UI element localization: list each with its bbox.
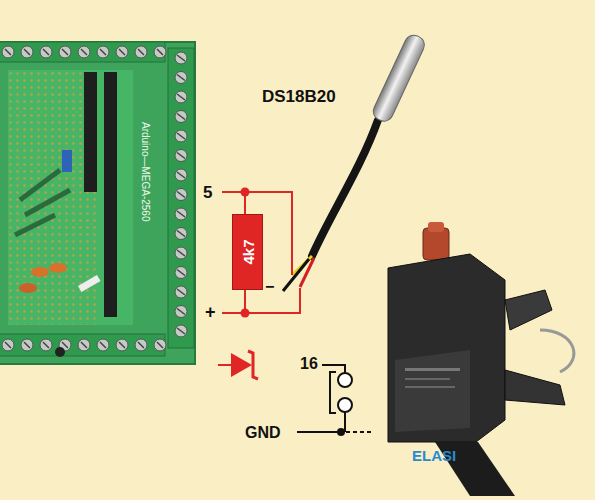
supply-label: + — [205, 303, 216, 321]
resistor-value: 4k7 — [239, 239, 256, 264]
part-name: DS18B20 — [262, 88, 336, 105]
pin-number: 16 — [300, 356, 318, 372]
elasi-device — [388, 222, 574, 496]
ground-label: − — [265, 279, 274, 295]
proto-shield — [0, 42, 195, 364]
pin-number: 5 — [203, 184, 212, 201]
resistor-symbol: 4k7 — [232, 214, 263, 290]
junction-dot — [241, 188, 250, 197]
ground-label: GND — [245, 425, 281, 441]
switch-contacts — [297, 365, 372, 432]
junction-dot — [241, 309, 250, 318]
junction-dot — [337, 428, 345, 436]
zener-diode-symbol — [218, 351, 258, 379]
device-name: ELASI — [412, 448, 456, 463]
temperature-probe — [283, 32, 427, 291]
sensor-circuit — [222, 192, 300, 313]
board-name: Arduino—MEGA-2560 — [140, 122, 150, 222]
